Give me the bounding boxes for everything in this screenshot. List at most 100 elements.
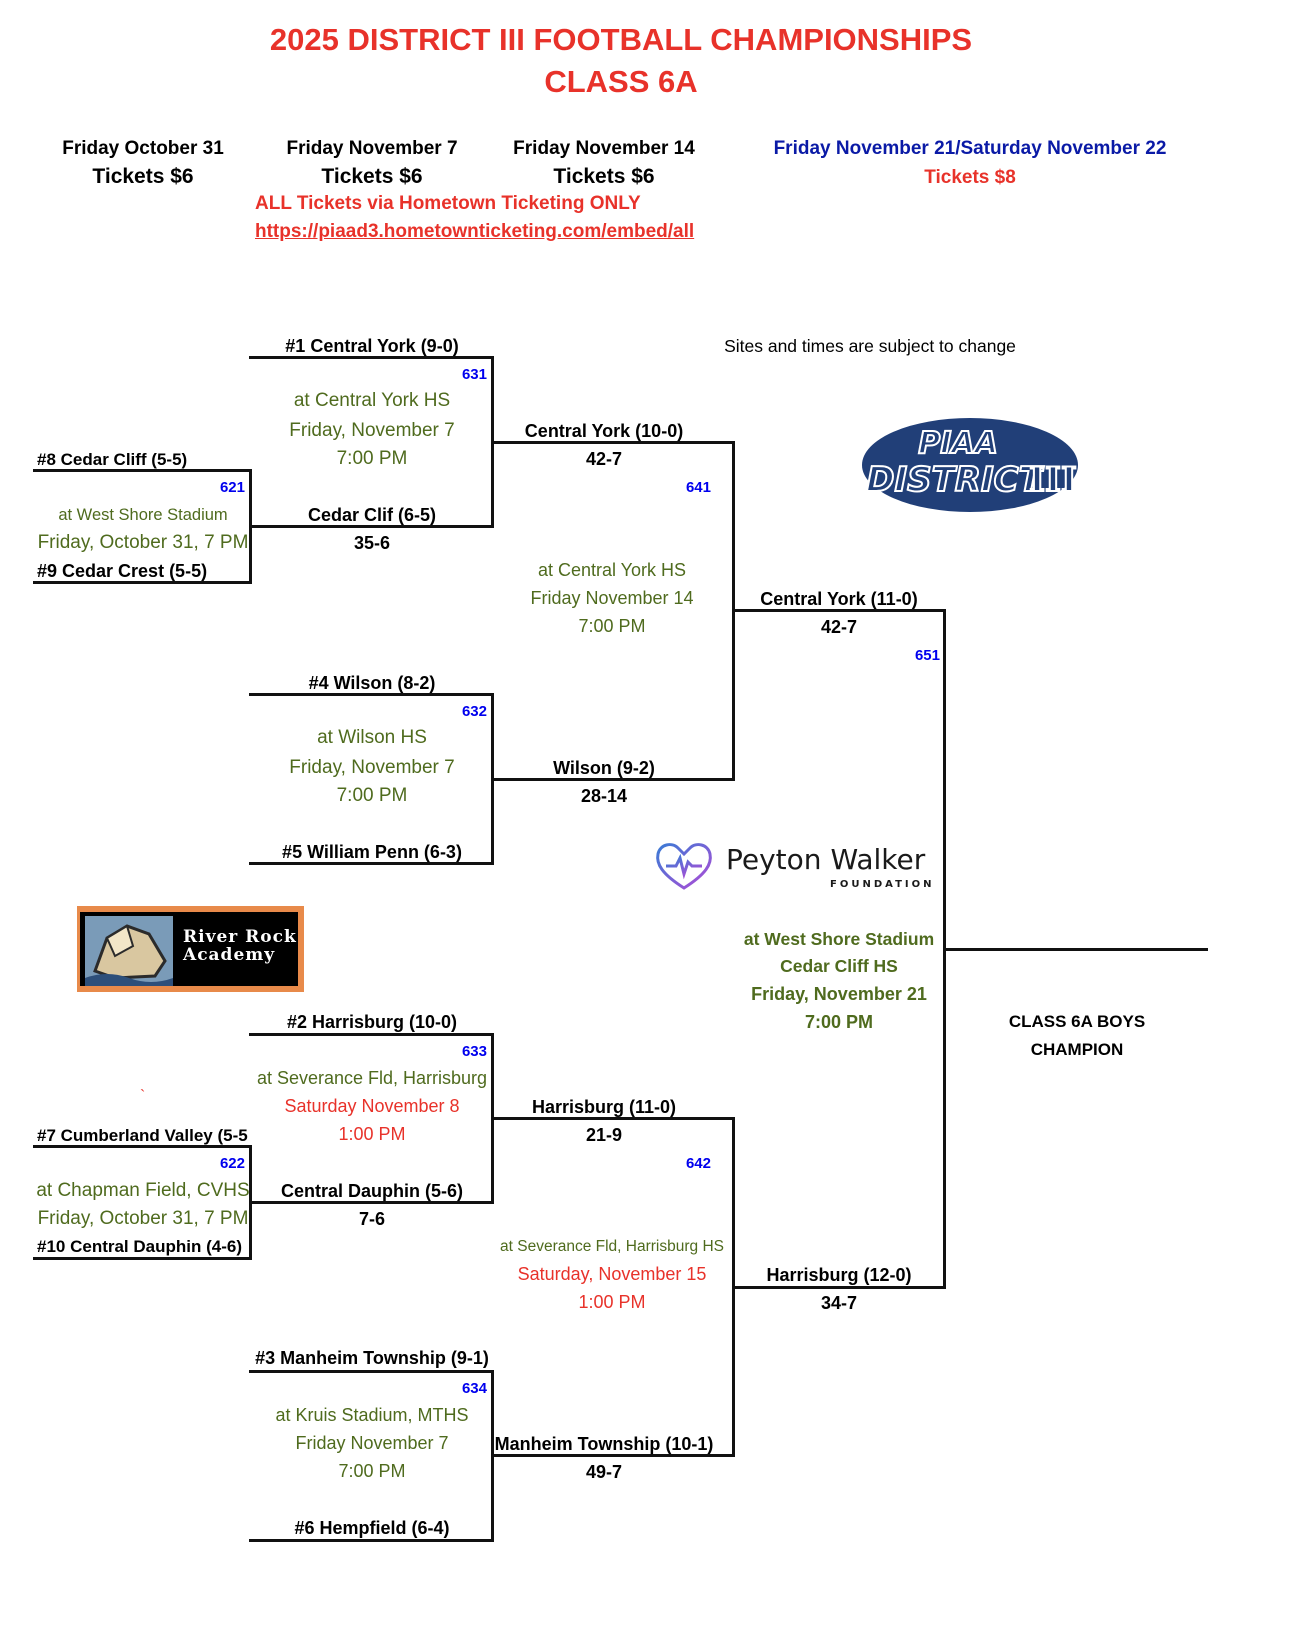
game-site: at West Shore Stadium (743, 929, 935, 949)
game-site: at Severance Fld, Harrisburg HS (500, 1238, 724, 1255)
score-label: 34-7 (820, 1293, 858, 1313)
bracket-line (491, 778, 735, 781)
game-site: at Severance Fld, Harrisburg (256, 1068, 488, 1088)
team-label: #5 William Penn (6-3) (282, 842, 462, 862)
winner-label: Manheim Township (10-1) (494, 1434, 714, 1454)
team-label: #4 Wilson (8-2) (308, 673, 436, 693)
game-date: Saturday, November 15 (517, 1264, 707, 1284)
rock-icon (85, 916, 173, 986)
heart-icon (656, 843, 712, 890)
peyton-walker-logo: Peyton Walker FOUNDATION (652, 838, 937, 894)
bracket-line (732, 609, 946, 612)
bracket-line (732, 1286, 946, 1289)
game-time: 1:00 PM (338, 1124, 406, 1144)
winner-label: Cedar Clif (6-5) (307, 505, 437, 525)
svg-text:DISTRICT: DISTRICT (866, 460, 1044, 500)
team-label: #1 Central York (9-0) (285, 336, 459, 356)
game-date: Friday, November 7 (289, 420, 455, 441)
bracket-line (491, 441, 735, 444)
team-label: #2 Harrisburg (10-0) (286, 1012, 458, 1032)
score-label: 21-9 (585, 1125, 623, 1145)
game-site: at Wilson HS (317, 727, 427, 748)
round2-date: Friday November 7 (286, 138, 458, 159)
round1-date: Friday October 31 (62, 138, 224, 159)
winner-label: Harrisburg (12-0) (766, 1265, 912, 1285)
bracket-line (33, 1145, 252, 1148)
game-site-secondary: Cedar Cliff HS (780, 956, 898, 976)
page-title: 2025 DISTRICT III FOOTBALL CHAMPIONSHIPS (269, 22, 973, 57)
champion-line (943, 948, 1208, 951)
piaa-district-logo: PIAA DISTRICT III (858, 415, 1083, 515)
bracket-line (33, 1257, 252, 1260)
round1-tickets: Tickets $6 (92, 165, 194, 188)
game-number: 641 (685, 479, 711, 496)
game-time: 7:00 PM (336, 785, 408, 806)
river-rock-academy-logo: River Rock Academy (77, 906, 304, 992)
svg-text:PIAA: PIAA (918, 426, 998, 461)
game-time: 7:00 PM (804, 1012, 874, 1032)
game-date: Friday November 7 (295, 1433, 449, 1453)
round3-date: Friday November 14 (513, 138, 695, 159)
game-number: 632 (461, 703, 487, 720)
bracket-line (33, 581, 252, 584)
river-rock-line2: Academy (183, 945, 276, 965)
disclaimer: Sites and times are subject to change (724, 336, 1016, 356)
score-label: 28-14 (580, 786, 628, 806)
game-time: 7:00 PM (578, 616, 646, 636)
round4-tickets: Tickets $8 (924, 167, 1016, 188)
game-date: Friday, October 31, 7 PM (37, 532, 249, 553)
team-label: #8 Cedar Cliff (5-5) (37, 450, 188, 469)
river-rock-line1: River Rock (183, 927, 297, 947)
game-site: at Kruis Stadium, MTHS (275, 1405, 469, 1425)
peyton-walker-tag: FOUNDATION (830, 879, 935, 890)
ticketing-link[interactable]: https://piaad3.hometownticketing.com/emb… (255, 221, 695, 242)
game-time: 7:00 PM (338, 1461, 406, 1481)
game-number: 651 (914, 647, 940, 664)
team-label: #7 Cumberland Valley (5-5 (37, 1126, 248, 1145)
game-site: at West Shore Stadium (58, 506, 228, 524)
team-label: #6 Hempfield (6-4) (294, 1518, 450, 1538)
bracket-line (491, 1117, 735, 1120)
bracket-line (491, 1454, 735, 1457)
page-subtitle: CLASS 6A (544, 64, 698, 99)
peyton-walker-name: Peyton Walker (726, 843, 926, 876)
round4-date: Friday November 21/Saturday November 22 (773, 138, 1167, 159)
game-number: 634 (461, 1380, 487, 1397)
round3-tickets: Tickets $6 (553, 165, 655, 188)
winner-label: Harrisburg (11-0) (531, 1097, 677, 1117)
winner-label: Central York (10-0) (524, 421, 684, 441)
bracket-line (249, 525, 494, 528)
champion-label: CHAMPION (1030, 1040, 1124, 1059)
stray-mark: ` (140, 1088, 146, 1105)
team-label: #10 Central Dauphin (4-6) (37, 1237, 242, 1256)
score-label: 42-7 (820, 617, 858, 637)
bracket-line (249, 693, 494, 696)
score-label: 42-7 (585, 449, 623, 469)
game-number: 631 (461, 366, 487, 383)
winner-label: Central Dauphin (5-6) (280, 1181, 464, 1201)
bracket-line (249, 1370, 494, 1373)
score-label: 7-6 (358, 1209, 386, 1229)
ticketing-note: ALL Tickets via Hometown Ticketing ONLY (255, 193, 641, 214)
bracket-line (249, 862, 494, 865)
bracket-line (249, 1539, 494, 1542)
game-site: at Central York HS (293, 390, 451, 411)
bracket-line (33, 469, 252, 472)
bracket-line (249, 356, 494, 359)
champion-label: CLASS 6A BOYS (1008, 1012, 1146, 1031)
team-label: #9 Cedar Crest (5-5) (37, 561, 208, 581)
game-number: 622 (219, 1155, 245, 1172)
game-time: 7:00 PM (336, 448, 408, 469)
bracket-line (249, 1201, 494, 1204)
game-number: 642 (685, 1155, 711, 1172)
score-label: 49-7 (585, 1462, 623, 1482)
game-date: Friday, October 31, 7 PM (37, 1208, 249, 1229)
bracket-line (249, 1033, 494, 1036)
game-number: 621 (219, 479, 245, 496)
game-date: Friday November 14 (530, 588, 694, 608)
winner-label: Wilson (9-2) (553, 758, 655, 778)
team-label: #3 Manheim Township (9-1) (255, 1348, 489, 1368)
game-site: at Chapman Field, CVHS (36, 1180, 250, 1201)
score-label: 35-6 (353, 533, 391, 553)
game-date: Friday, November 7 (289, 757, 455, 778)
